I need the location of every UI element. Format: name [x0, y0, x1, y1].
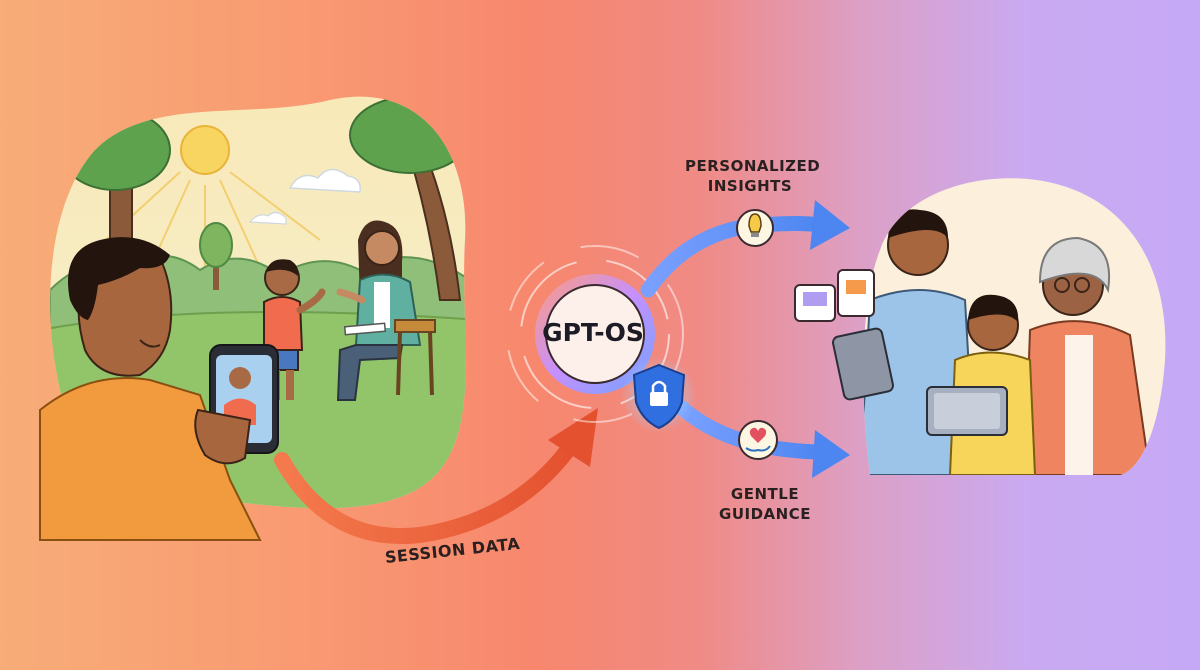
personalized-insights-line2: INSIGHTS: [707, 177, 793, 195]
message-bubble-icon: [794, 269, 875, 322]
hub-label: GPT-OS: [542, 318, 644, 347]
tablet-icon: [832, 327, 1008, 436]
therapist-figure: [336, 220, 436, 401]
gentle-guidance-line2: GUIDANCE: [719, 505, 811, 523]
smartphone-icon: [194, 344, 279, 465]
personalized-insights-line1: PERSONALIZED: [685, 157, 821, 175]
lightbulb-icon: [736, 209, 774, 247]
session-data-arrow: [274, 408, 598, 544]
gentle-guidance-label: GENTLE GUIDANCE: [710, 484, 820, 524]
personalized-insights-label: PERSONALIZED INSIGHTS: [685, 156, 821, 196]
heart-hand-icon: [738, 420, 778, 460]
gpt-os-hub: [506, 245, 684, 423]
family-scene: [863, 178, 1166, 476]
shield-lock-icon: [621, 357, 697, 433]
gentle-guidance-line1: GENTLE: [730, 485, 800, 503]
